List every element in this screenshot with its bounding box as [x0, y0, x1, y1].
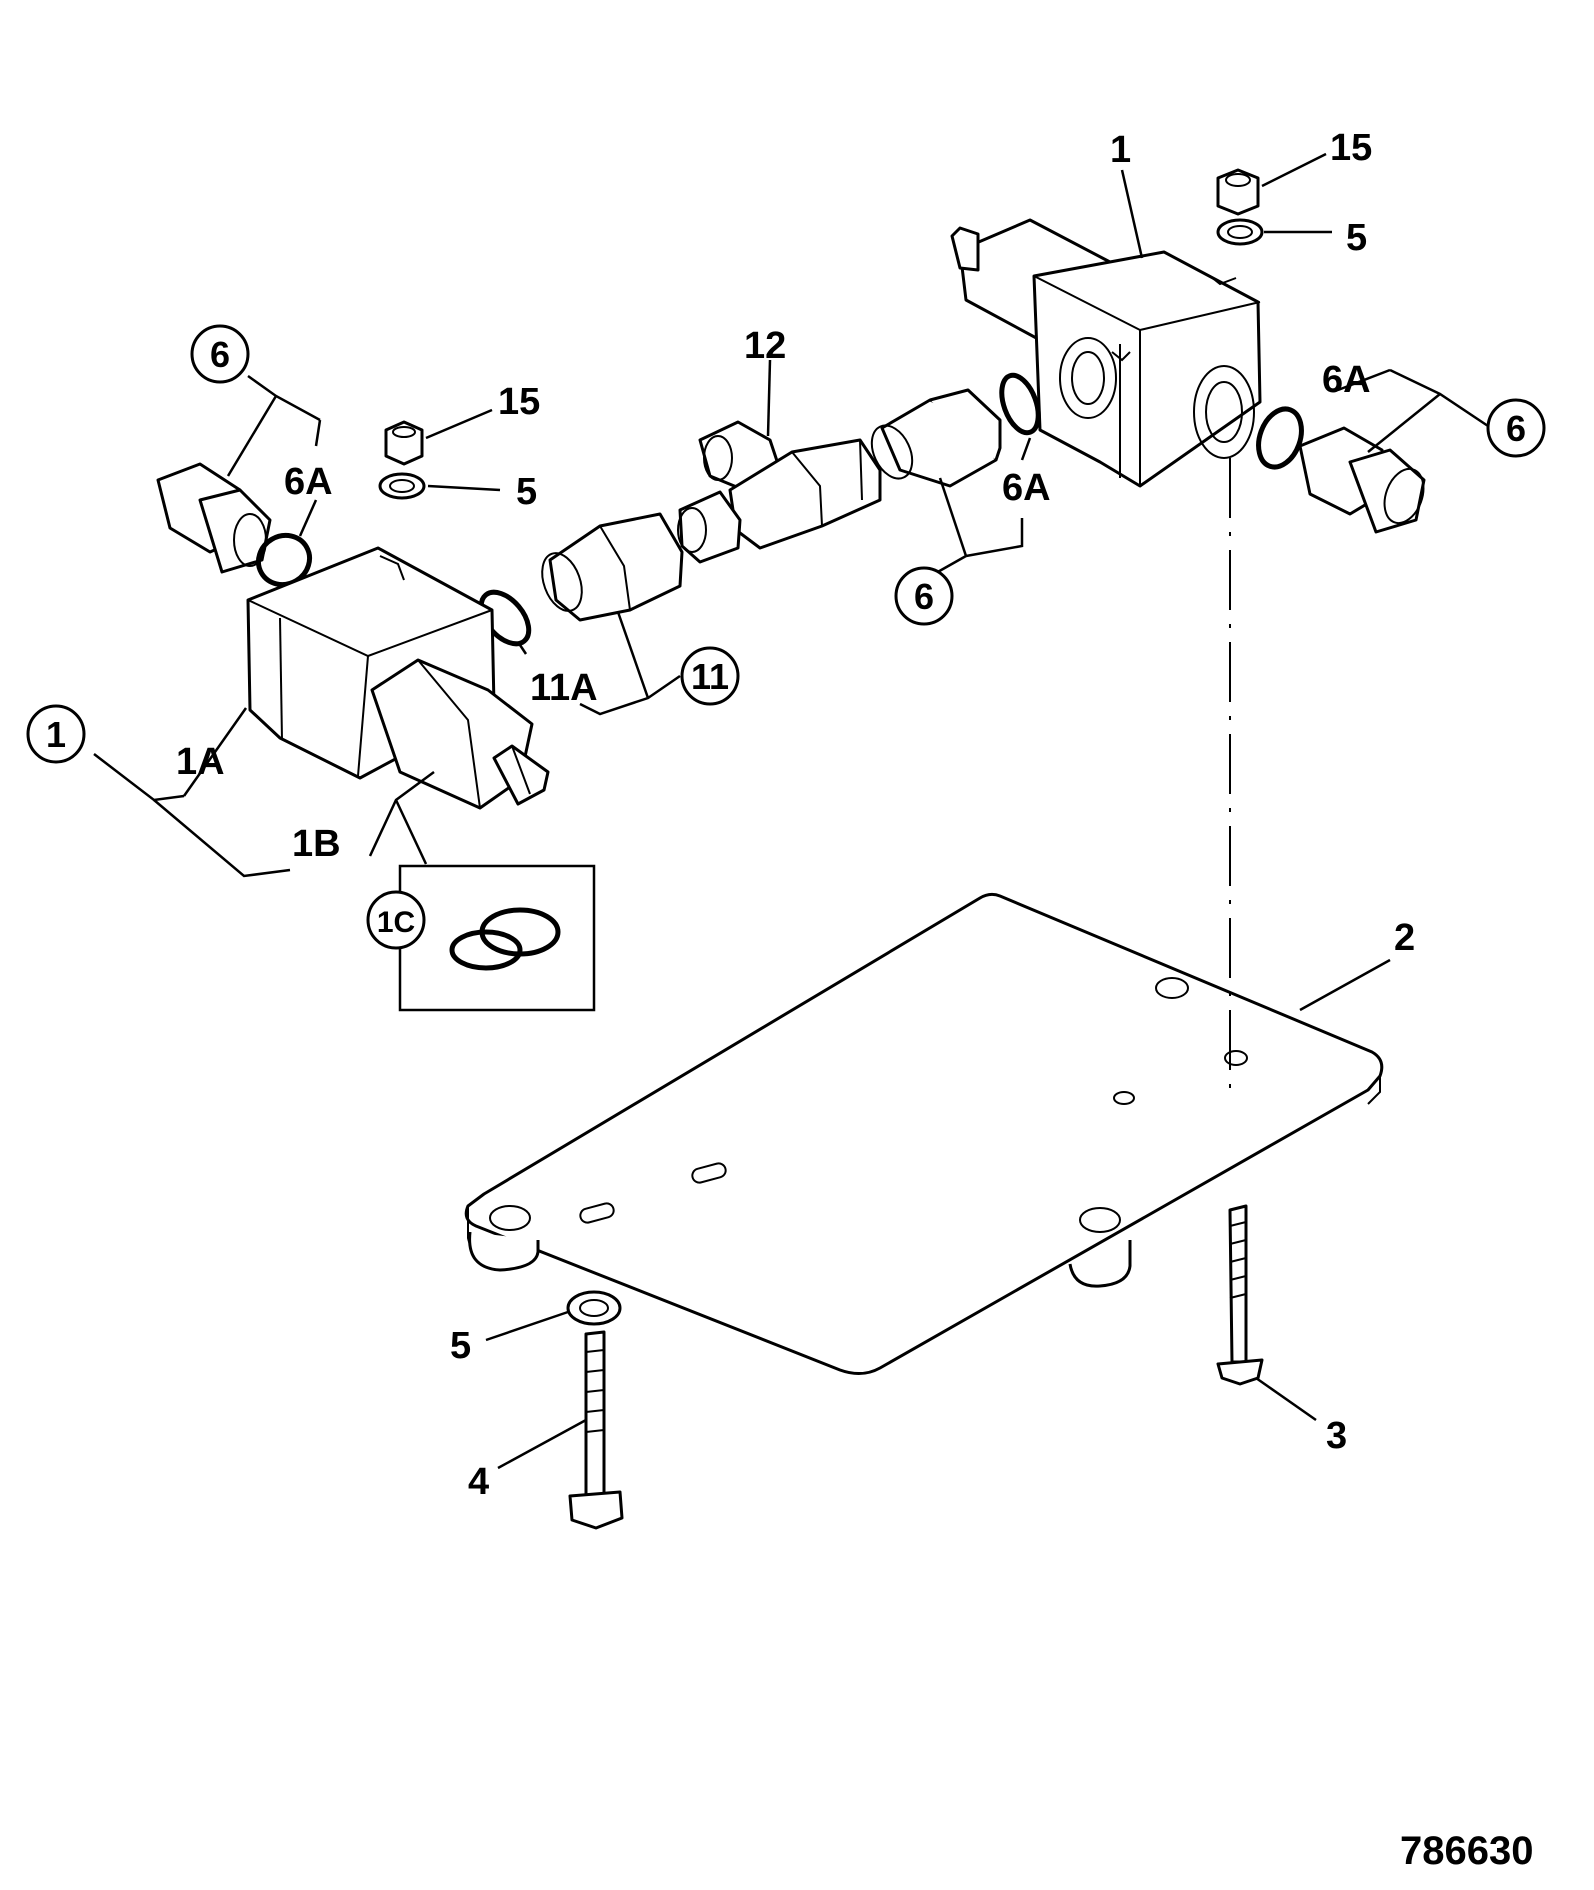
manifold-block-left	[246, 546, 550, 810]
label-1B: 1B	[292, 823, 341, 865]
nut-middle	[384, 420, 424, 466]
washer-bottom	[566, 1290, 622, 1326]
label-12: 12	[744, 325, 786, 367]
part-labels: 1 15 5 12 15 5 6A 6A 6A 11A 1A 1B 2 5 4 …	[176, 127, 1533, 1873]
label-5-middle: 5	[516, 471, 537, 513]
label-5-top: 5	[1346, 217, 1367, 259]
nut-top-right	[1216, 168, 1260, 216]
label-15-middle: 15	[498, 381, 540, 423]
washer-middle	[378, 472, 426, 500]
fitting-center	[870, 388, 1002, 488]
washer-top-right	[1216, 218, 1264, 246]
label-6A-right: 6A	[1322, 359, 1371, 401]
circled-callouts: 6 6 6 11 1 1C	[26, 324, 1546, 950]
label-6A-left: 6A	[284, 461, 333, 503]
label-6A-center: 6A	[1002, 467, 1051, 509]
label-5-bottom: 5	[450, 1325, 471, 1367]
inset-1C-box	[398, 864, 596, 1012]
tee-fitting	[677, 420, 882, 564]
callout-6-left: 6	[210, 334, 230, 375]
manifold-block-right	[950, 218, 1262, 488]
o-ring-center	[999, 372, 1041, 436]
label-1A: 1A	[176, 741, 225, 783]
o-ring-right	[1256, 406, 1304, 470]
leader-lines	[93, 152, 1495, 1470]
figure-number: 786630	[1400, 1829, 1533, 1873]
label-1-top: 1	[1110, 129, 1131, 171]
callout-6-center: 6	[914, 576, 934, 617]
hex-bolt	[568, 1330, 624, 1530]
fitting-left	[156, 462, 272, 574]
label-3: 3	[1326, 1415, 1347, 1457]
callout-11: 11	[691, 656, 729, 697]
countersunk-bolt	[1216, 1204, 1264, 1386]
mounting-plate	[464, 892, 1384, 1375]
callout-1C: 1C	[377, 906, 415, 939]
label-2: 2	[1394, 917, 1415, 959]
fitting-right	[1298, 426, 1426, 534]
label-15-top: 15	[1330, 127, 1372, 169]
callout-6-right: 6	[1506, 408, 1526, 449]
callout-1: 1	[46, 714, 66, 755]
label-4: 4	[468, 1461, 489, 1503]
label-11A: 11A	[530, 667, 598, 709]
fitting-11	[541, 512, 684, 622]
